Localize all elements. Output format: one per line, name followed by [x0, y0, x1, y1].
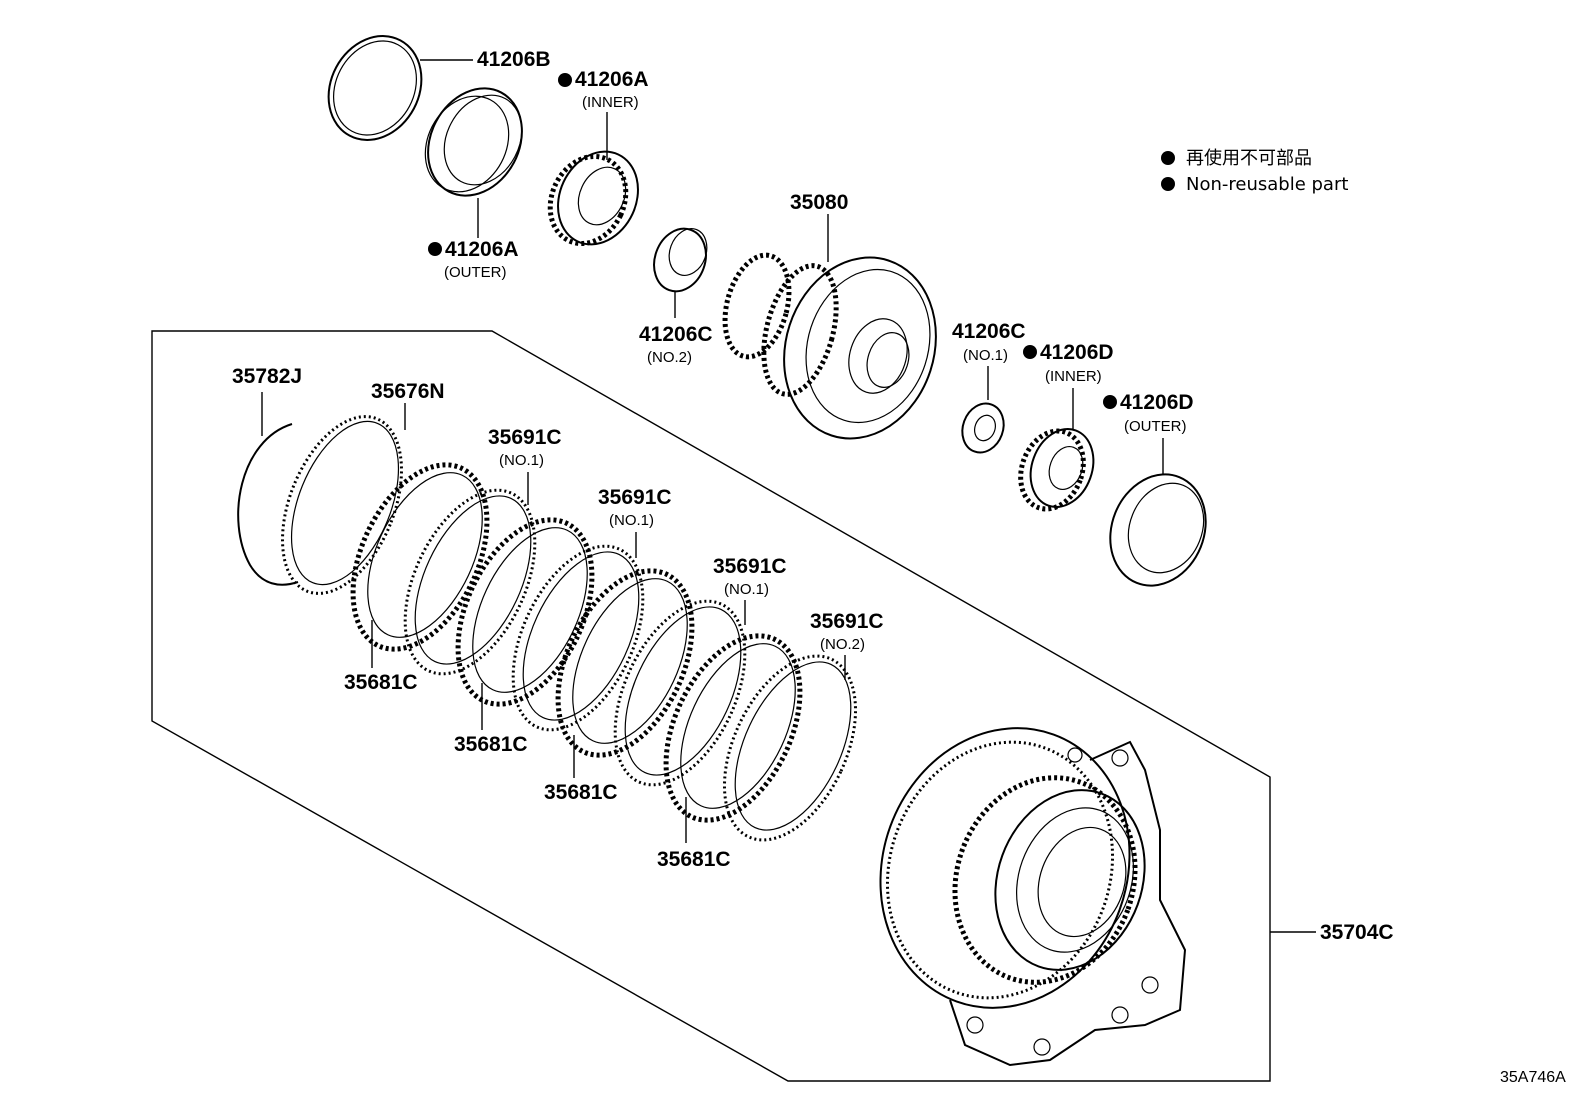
- part-35691C-plate-1[interactable]: [379, 470, 562, 694]
- part-35080-gear[interactable]: [715, 238, 959, 459]
- non-reusable-bullet-icon: [1103, 395, 1117, 409]
- non-reusable-bullet-icon: [1023, 345, 1037, 359]
- part-41206D-outer-race[interactable]: [1094, 460, 1222, 600]
- part-41206C-no1-bushing[interactable]: [956, 398, 1011, 459]
- part-35691C-plate-3[interactable]: [589, 581, 772, 805]
- label-41206C-no2-sub: (NO.2): [647, 349, 692, 366]
- label-35691C-c: 35691C: [713, 555, 787, 578]
- part-35782J-snap-ring[interactable]: [237, 423, 299, 586]
- non-reusable-bullet-icon: [1161, 177, 1175, 191]
- label-41206A-inner: 41206A: [575, 68, 649, 91]
- non-reusable-bullet-icon: [558, 73, 572, 87]
- part-35681C-disc-3[interactable]: [531, 550, 719, 777]
- part-35676N-plate[interactable]: [259, 399, 425, 610]
- part-35691C-plate-no2[interactable]: [698, 636, 882, 861]
- label-41206D-inner-sub: (INNER): [1045, 368, 1102, 385]
- group-outline: [151, 330, 1271, 1082]
- part-41206C-no2-spacer[interactable]: [646, 221, 715, 298]
- label-35691C-a: 35691C: [488, 426, 562, 449]
- label-41206D-outer: 41206D: [1120, 391, 1194, 414]
- label-35704C: 35704C: [1320, 921, 1394, 944]
- label-41206A-outer: 41206A: [445, 238, 519, 261]
- part-41206B-ring[interactable]: [311, 20, 439, 157]
- legend: 再使用不可部品 Non-reusable part: [1161, 148, 1348, 195]
- label-41206B: 41206B: [477, 48, 551, 71]
- label-35681C-b: 35681C: [454, 733, 528, 756]
- label-35080: 35080: [790, 191, 848, 214]
- non-reusable-bullet-icon: [428, 242, 442, 256]
- part-35681C-disc-4[interactable]: [639, 615, 827, 842]
- leader-lines: [261, 59, 1316, 933]
- label-41206D-inner: 41206D: [1040, 341, 1114, 364]
- label-41206A-inner-sub: (INNER): [582, 94, 639, 111]
- label-41206A-outer-sub: (OUTER): [444, 264, 507, 281]
- legend-japanese: 再使用不可部品: [1186, 148, 1312, 169]
- part-35691C-plate-2[interactable]: [487, 526, 670, 750]
- label-35782J: 35782J: [232, 365, 302, 388]
- part-41206D-inner-bearing[interactable]: [1010, 420, 1104, 518]
- image-code: 35A746A: [1500, 1069, 1566, 1086]
- label-35691C-b-sub: (NO.1): [609, 512, 654, 529]
- part-35681C-disc-2[interactable]: [431, 499, 619, 726]
- label-35681C-a: 35681C: [344, 671, 418, 694]
- part-35704C-drum[interactable]: [842, 693, 1187, 1067]
- legend-english: Non-reusable part: [1186, 174, 1348, 195]
- part-41206A-inner-bearing[interactable]: [536, 138, 652, 257]
- label-35691C-d-sub: (NO.2): [820, 636, 865, 653]
- label-41206C-no1: 41206C: [952, 320, 1026, 343]
- label-35691C-a-sub: (NO.1): [499, 452, 544, 469]
- label-35681C-d: 35681C: [657, 848, 731, 871]
- label-35676N: 35676N: [371, 380, 445, 403]
- label-35691C-b: 35691C: [598, 486, 672, 509]
- label-41206C-no1-sub: (NO.1): [963, 347, 1008, 364]
- part-41206A-outer-race[interactable]: [409, 72, 540, 212]
- label-35681C-c: 35681C: [544, 781, 618, 804]
- label-35691C-d: 35691C: [810, 610, 884, 633]
- label-35691C-c-sub: (NO.1): [724, 581, 769, 598]
- label-41206C-no2: 41206C: [639, 323, 713, 346]
- non-reusable-bullet-icon: [1161, 151, 1175, 165]
- label-41206D-outer-sub: (OUTER): [1124, 418, 1187, 435]
